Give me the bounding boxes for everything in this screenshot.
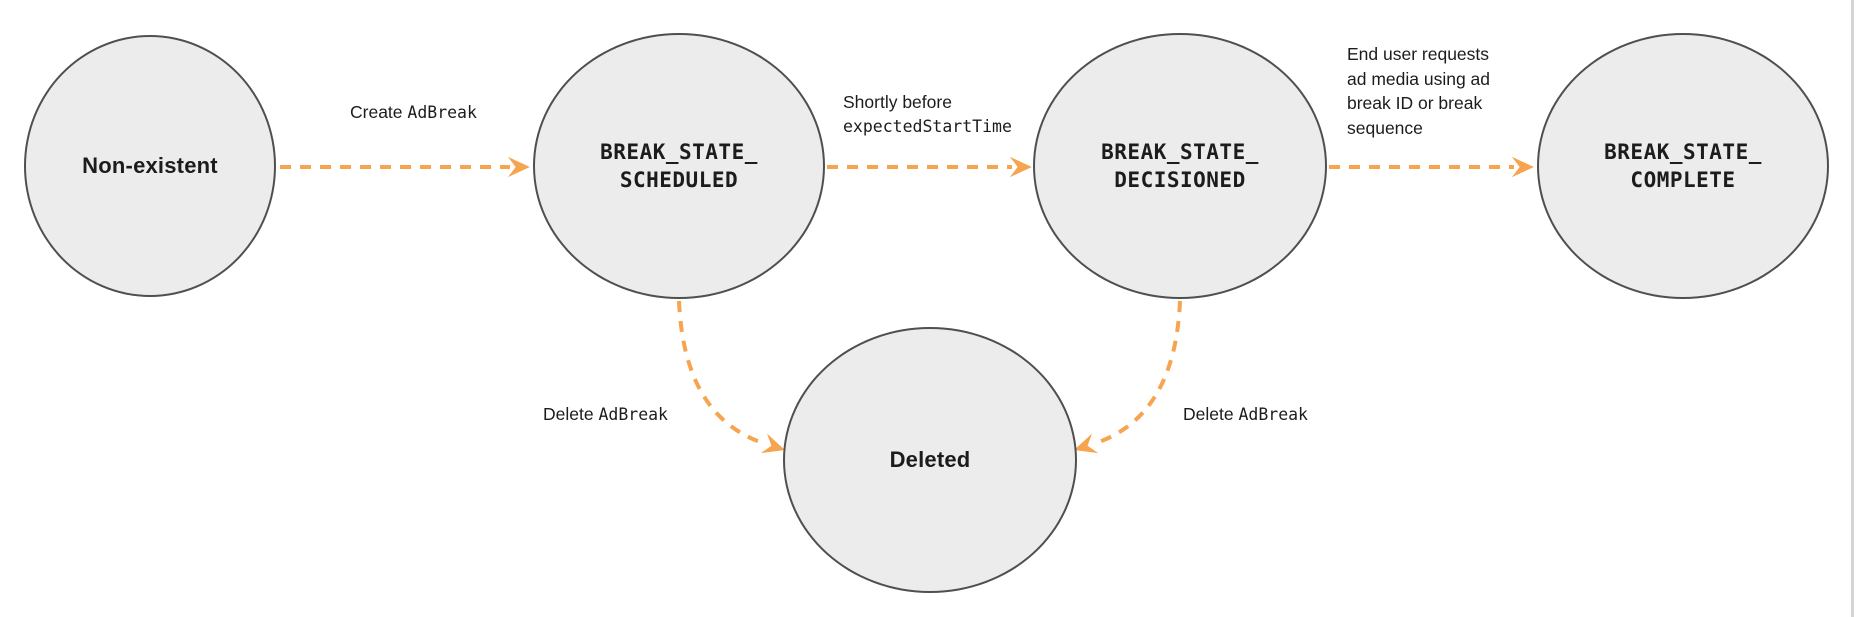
node-deleted: Deleted xyxy=(783,327,1077,593)
node-break-state-complete-line2: COMPLETE xyxy=(1630,168,1736,192)
edge-label-delete-adbreak-left-code: AdBreak xyxy=(598,405,668,424)
edge-label-delete-adbreak-left-text: Delete xyxy=(543,404,599,424)
edge-label-delete-adbreak-left: Delete AdBreak xyxy=(543,402,668,428)
edge-label-create-adbreak-text: Create xyxy=(350,102,408,122)
node-break-state-complete: BREAK_STATE_ COMPLETE xyxy=(1537,33,1829,299)
node-non-existent: Non-existent xyxy=(24,35,276,297)
node-break-state-scheduled-label: BREAK_STATE_ SCHEDULED xyxy=(600,138,758,194)
edge-delete-adbreak-right-path xyxy=(1074,300,1182,454)
node-break-state-scheduled-line2: SCHEDULED xyxy=(619,168,739,192)
edge-label-delete-adbreak-right: Delete AdBreak xyxy=(1183,402,1308,428)
node-break-state-decisioned-label: BREAK_STATE_ DECISIONED xyxy=(1101,138,1259,194)
edge-label-create-adbreak: Create AdBreak xyxy=(350,100,477,126)
node-deleted-label: Deleted xyxy=(889,447,971,472)
node-break-state-scheduled-line1: BREAK_STATE_ xyxy=(600,140,758,164)
edge-label-delete-adbreak-right-code: AdBreak xyxy=(1238,405,1308,424)
edge-label-create-adbreak-code: AdBreak xyxy=(407,103,477,122)
edge-label-shortly-before-line2: expectedStartTime xyxy=(843,116,1012,136)
node-break-state-decisioned: BREAK_STATE_ DECISIONED xyxy=(1033,33,1327,299)
node-break-state-scheduled: BREAK_STATE_ SCHEDULED xyxy=(533,33,825,299)
node-break-state-complete-label: BREAK_STATE_ COMPLETE xyxy=(1604,138,1762,194)
edge-label-delete-adbreak-right-text: Delete xyxy=(1183,404,1239,424)
node-break-state-decisioned-line1: BREAK_STATE_ xyxy=(1101,140,1259,164)
node-break-state-complete-line1: BREAK_STATE_ xyxy=(1604,140,1762,164)
edge-label-shortly-before: Shortly before expectedStartTime xyxy=(843,90,1012,139)
edge-label-end-user-requests: End user requests ad media using ad brea… xyxy=(1347,44,1491,138)
node-non-existent-label: Non-existent xyxy=(82,153,218,178)
edge-delete-adbreak-left-path xyxy=(677,300,785,454)
node-break-state-decisioned-line2: DECISIONED xyxy=(1114,168,1246,192)
edge-label-shortly-before-line1: Shortly before xyxy=(843,92,952,112)
page-edge-line xyxy=(1851,0,1854,617)
